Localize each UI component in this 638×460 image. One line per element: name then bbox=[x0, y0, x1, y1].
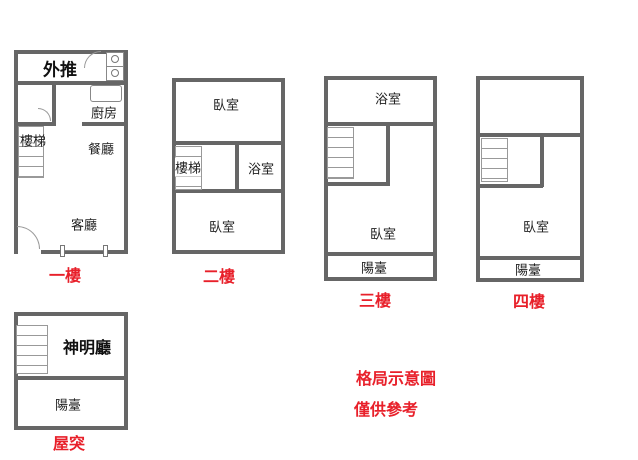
room-bedroom: 臥室 bbox=[369, 227, 397, 243]
wall bbox=[324, 277, 437, 281]
room-shrine-hall: 神明廳 bbox=[62, 338, 112, 357]
room-bathroom: 浴室 bbox=[247, 162, 275, 178]
sink-icon bbox=[90, 85, 122, 102]
room-balcony: 陽臺 bbox=[54, 398, 82, 414]
wall bbox=[324, 252, 434, 256]
wall bbox=[82, 122, 128, 126]
wall bbox=[476, 76, 584, 80]
wall bbox=[41, 250, 128, 254]
wall bbox=[476, 256, 580, 260]
wall bbox=[476, 278, 584, 282]
room-bedroom: 臥室 bbox=[212, 98, 240, 114]
wall bbox=[124, 312, 128, 430]
stairs-icon bbox=[327, 127, 354, 179]
wall bbox=[476, 76, 480, 281]
wall bbox=[281, 78, 285, 252]
room-stairs: 樓梯 bbox=[19, 134, 47, 150]
stove-burner-icon bbox=[106, 66, 124, 81]
room-stairs: 樓梯 bbox=[174, 157, 202, 177]
wall bbox=[540, 135, 544, 187]
room-kitchen: 廚房 bbox=[90, 106, 118, 122]
door-post bbox=[103, 245, 108, 257]
wall bbox=[476, 133, 580, 137]
entry-door-swing-icon bbox=[17, 226, 40, 249]
room-dining: 餐廳 bbox=[87, 142, 115, 158]
wall bbox=[580, 76, 584, 281]
wall bbox=[14, 50, 18, 254]
floor-4-title: 四樓 bbox=[512, 292, 546, 311]
stairs-icon bbox=[481, 138, 508, 182]
room-living: 客廳 bbox=[70, 218, 98, 234]
stairs-icon bbox=[16, 325, 48, 374]
stove-burner-icon bbox=[106, 52, 124, 67]
wall bbox=[480, 184, 543, 188]
wall bbox=[172, 141, 281, 145]
room-balcony: 陽臺 bbox=[360, 261, 388, 277]
door-swing-icon bbox=[38, 108, 51, 121]
wall bbox=[324, 122, 434, 126]
wall bbox=[172, 189, 281, 193]
room-bathroom: 浴室 bbox=[374, 92, 402, 108]
wall bbox=[14, 376, 128, 380]
floor-2-title: 二樓 bbox=[202, 267, 236, 286]
wall bbox=[324, 182, 389, 186]
wall bbox=[324, 76, 437, 80]
wall bbox=[14, 312, 128, 316]
door-post bbox=[60, 245, 65, 257]
wall bbox=[14, 81, 128, 85]
wall bbox=[14, 426, 128, 430]
wall bbox=[172, 78, 176, 252]
room-balcony: 陽臺 bbox=[514, 263, 542, 279]
note-layout-diagram: 格局示意圖 bbox=[355, 369, 437, 388]
wall bbox=[124, 50, 128, 254]
wall bbox=[52, 81, 56, 126]
wall bbox=[14, 122, 56, 126]
wall bbox=[172, 78, 285, 82]
wall bbox=[235, 141, 239, 191]
note-reference-only: 僅供參考 bbox=[353, 400, 419, 419]
sliding-door-icon bbox=[62, 250, 106, 251]
room-push-out: 外推 bbox=[43, 60, 77, 81]
wall bbox=[386, 124, 390, 186]
stairs-icon bbox=[18, 126, 44, 178]
room-bedroom: 臥室 bbox=[208, 220, 236, 236]
roof-title: 屋突 bbox=[52, 434, 86, 453]
wall bbox=[324, 76, 328, 280]
wall bbox=[172, 250, 285, 254]
wall bbox=[433, 76, 437, 280]
floor-3-title: 三樓 bbox=[358, 291, 392, 310]
wall bbox=[14, 50, 128, 54]
floor-1-title: 一樓 bbox=[48, 266, 82, 285]
room-bedroom: 臥室 bbox=[522, 220, 550, 236]
